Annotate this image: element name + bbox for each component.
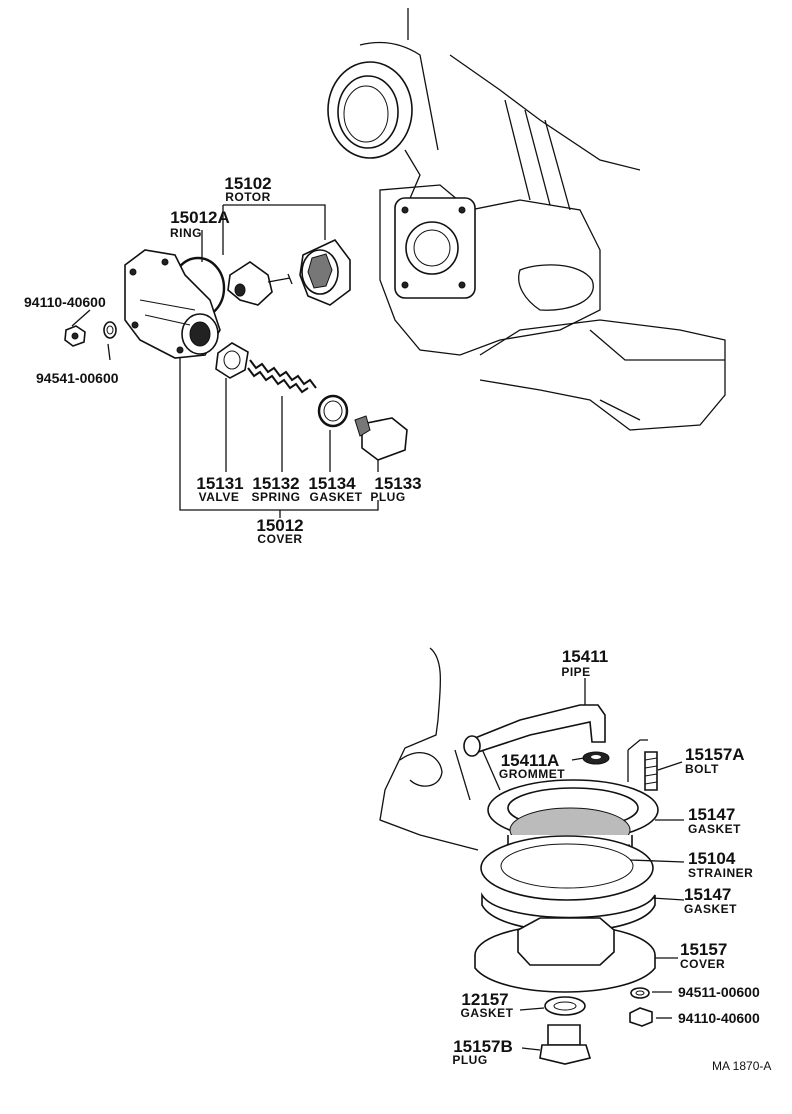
label-plug-gasket: 12157 GASKET bbox=[460, 990, 513, 1020]
cover-name: COVER bbox=[257, 532, 302, 546]
rotor-number: 15102 bbox=[224, 174, 271, 193]
rotor-name: ROTOR bbox=[225, 190, 271, 204]
spring-name: SPRING bbox=[251, 490, 300, 504]
label-bolt: 15157A BOLT bbox=[685, 745, 745, 776]
pump-washer-number: 94541-00600 bbox=[36, 370, 119, 386]
strainer-name: STRAINER bbox=[688, 866, 753, 880]
strainer-cover-name: COVER bbox=[680, 957, 725, 971]
pump-nut-number: 94110-40600 bbox=[24, 294, 106, 310]
pipe-number: 15411 bbox=[562, 647, 608, 666]
strainer-plug-number: 15157B bbox=[453, 1037, 513, 1056]
label-grommet: 15411A GROMMET bbox=[499, 751, 565, 781]
label-spring: 15132 SPRING bbox=[251, 474, 300, 504]
strainer-washer-number: 94511-00600 bbox=[678, 984, 760, 1000]
strainer-number: 15104 bbox=[688, 849, 736, 868]
label-rotor: 15102 ROTOR bbox=[224, 174, 271, 204]
oil-pump-leader-lines bbox=[71, 204, 379, 518]
strainer-nut-number: 94110-40600 bbox=[678, 1010, 760, 1026]
plug-gasket-number: 12157 bbox=[461, 990, 508, 1009]
pipe-name: PIPE bbox=[561, 665, 590, 679]
gasket-lower-number: 15147 bbox=[684, 885, 731, 904]
label-cover: 15012 COVER bbox=[256, 516, 303, 546]
label-gasket-upper: 15147 GASKET bbox=[688, 805, 741, 836]
valve-number: 15131 bbox=[196, 474, 243, 493]
oil-pump-drawing bbox=[64, 238, 408, 461]
figure-reference: MA 1870-A bbox=[712, 1059, 771, 1073]
bolt-name: BOLT bbox=[685, 762, 719, 776]
cover-number: 15012 bbox=[256, 516, 303, 535]
grommet-name: GROMMET bbox=[499, 767, 565, 781]
oil-strainer-drawing bbox=[379, 647, 659, 1065]
gasket-number: 15134 bbox=[308, 474, 356, 493]
label-pipe: 15411 PIPE bbox=[561, 647, 608, 679]
gasket-upper-number: 15147 bbox=[688, 805, 735, 824]
bolt-number: 15157A bbox=[685, 745, 745, 764]
label-strainer-cover: 15157 COVER bbox=[680, 940, 727, 971]
gasket-upper-name: GASKET bbox=[688, 822, 741, 836]
label-ring: 15012A RING bbox=[170, 208, 230, 240]
label-valve: 15131 VALVE bbox=[196, 474, 243, 504]
label-plug: 15133 PLUG bbox=[370, 474, 421, 504]
ring-name: RING bbox=[170, 226, 202, 240]
plug-name: PLUG bbox=[370, 490, 405, 504]
gasket-name: GASKET bbox=[309, 490, 362, 504]
ring-number: 15012A bbox=[170, 208, 230, 227]
spring-number: 15132 bbox=[252, 474, 299, 493]
strainer-plug-name: PLUG bbox=[452, 1053, 487, 1067]
engine-block-drawing bbox=[327, 8, 726, 431]
label-gasket-lower: 15147 GASKET bbox=[684, 885, 737, 916]
label-strainer-plug: 15157B PLUG bbox=[452, 1037, 512, 1067]
label-gasket: 15134 GASKET bbox=[308, 474, 362, 504]
oil-strainer-leader-lines bbox=[519, 678, 685, 1051]
valve-name: VALVE bbox=[199, 490, 240, 504]
plug-gasket-name: GASKET bbox=[460, 1006, 513, 1020]
plug-number: 15133 bbox=[374, 474, 421, 493]
label-strainer: 15104 STRAINER bbox=[688, 849, 753, 880]
gasket-lower-name: GASKET bbox=[684, 902, 737, 916]
strainer-cover-number: 15157 bbox=[680, 940, 727, 959]
grommet-number: 15411A bbox=[501, 751, 560, 770]
